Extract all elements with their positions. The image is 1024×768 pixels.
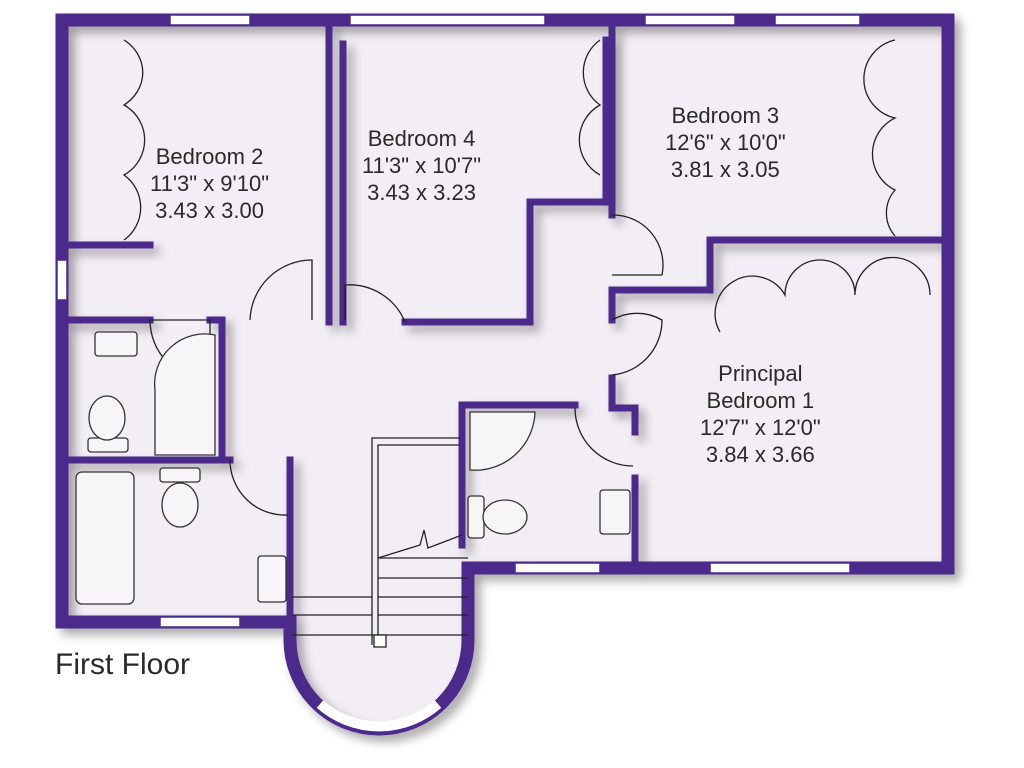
window-bay: [316, 700, 442, 732]
basin: [94, 331, 138, 357]
window: [774, 14, 861, 26]
room-name-line1: Principal: [718, 361, 803, 386]
window: [56, 259, 68, 301]
floor-title: First Floor: [55, 648, 190, 681]
door-bed1: [611, 312, 663, 376]
room-imperial: 12'7" x 12'0": [700, 415, 821, 440]
wall-ensuite: [458, 401, 579, 549]
room-imperial: 11'3" x 9'10": [150, 171, 270, 196]
room-metric: 3.43 x 3.23: [367, 180, 476, 205]
wall-bed1-top: [608, 236, 714, 324]
room-name: Bedroom 2: [155, 144, 264, 169]
wall-wc-top2: [206, 316, 226, 464]
room-label-principal-bedroom-1: Principal Bedroom 1 12'7" x 12'0" 3.84 x…: [700, 360, 821, 468]
basin: [599, 489, 631, 535]
doors: [122, 39, 931, 648]
room-metric: 3.84 x 3.66: [705, 442, 815, 467]
room-name: Bedroom 4: [367, 126, 476, 151]
wall-bed1-left: [608, 374, 639, 436]
window: [169, 14, 251, 26]
window: [159, 616, 241, 628]
room-metric: 3.81 x 3.05: [670, 157, 780, 182]
window: [514, 562, 601, 574]
fixtures: [75, 331, 631, 605]
room-name: Bedroom 3: [671, 103, 780, 128]
toilet: [161, 482, 199, 528]
window: [709, 562, 851, 574]
wardrobe-bed4: [578, 39, 602, 176]
door-bed2: [249, 259, 313, 321]
floor-area: [62, 20, 948, 729]
window: [349, 14, 546, 26]
door-bed3: [611, 214, 664, 276]
toilet: [88, 395, 126, 441]
room-imperial: 11'3" x 10'7": [362, 153, 482, 178]
door-bath: [229, 459, 289, 516]
door-bed4: [344, 284, 406, 323]
room-name: Bedroom 1: [706, 388, 815, 413]
wardrobe-bed1: [714, 256, 931, 333]
wall-bed4-bottom: [401, 36, 610, 326]
toilet-cistern: [467, 495, 485, 539]
wardrobe-bed2: [122, 39, 146, 241]
shower: [153, 333, 216, 456]
toilet: [482, 499, 528, 535]
room-label-bedroom-3: Bedroom 3 12'6" x 10'0" 3.81 x 3.05: [665, 102, 786, 183]
room-imperial: 12'6" x 10'0": [665, 130, 786, 155]
newel-post: [373, 634, 387, 648]
stair-break: [377, 529, 463, 559]
windows: [56, 14, 861, 732]
wardrobe-bed3: [863, 39, 897, 237]
room-metric: 3.43 x 3.00: [155, 198, 264, 223]
basin: [257, 555, 287, 603]
toilet-cistern: [159, 467, 201, 483]
window: [644, 14, 736, 26]
bath: [75, 471, 135, 605]
room-label-bedroom-4: Bedroom 4 11'3" x 10'7" 3.43 x 3.23: [362, 125, 481, 206]
shower: [469, 411, 536, 471]
room-label-bedroom-2: Bedroom 2 11'3" x 9'10" 3.43 x 3.00: [150, 143, 269, 224]
door-ensuite: [574, 407, 634, 467]
